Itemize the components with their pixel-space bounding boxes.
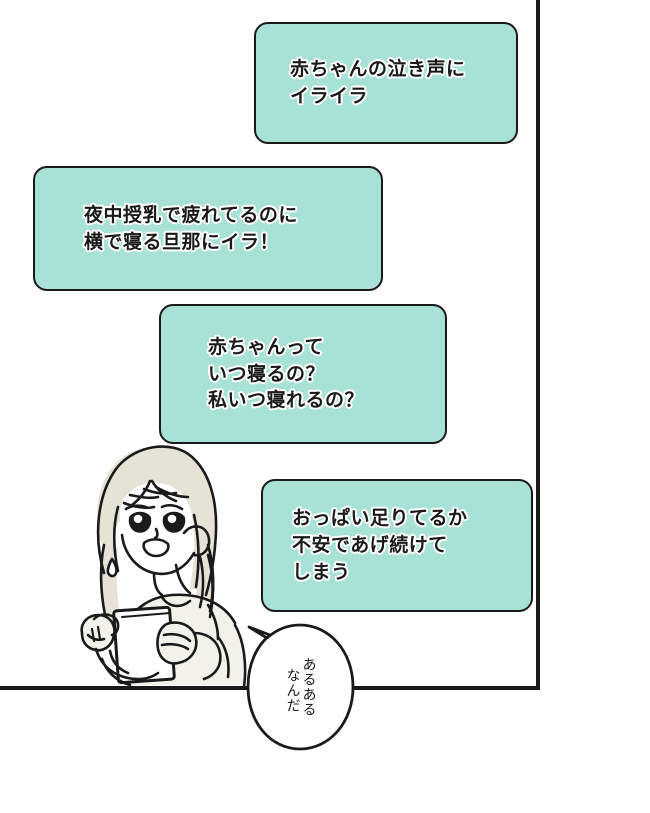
caption-box-breastfeeding-worry: おっぱい足りてるか 不安であげ続けて しまう [261, 479, 533, 612]
caption-text-baby-crying: 赤ちゃんの泣き声に イライラ [290, 58, 466, 107]
caption-box-baby-crying: 赤ちゃんの泣き声に イライラ [254, 22, 518, 144]
panel-border-right [536, 0, 540, 690]
speech-bubble-aruaru: あるある なんだ [243, 622, 358, 752]
caption-text-breastfeeding-worry: おっぱい足りてるか 不安であげ続けて しまう [292, 507, 468, 583]
woman-with-smartphone-drawing [80, 445, 247, 689]
caption-text-night-feeding: 夜中授乳で疲れてるのに 横で寝る旦那にイラ！ [84, 203, 298, 253]
speech-bubble-shape [246, 623, 355, 751]
caption-box-night-feeding: 夜中授乳で疲れてるのに 横で寝る旦那にイラ！ [33, 166, 383, 291]
caption-text-when-sleep: 赤ちゃんって いつ寝るの？ 私いつ寝れるの？ [208, 335, 365, 412]
character-illustration [58, 437, 253, 689]
caption-box-when-sleep: 赤ちゃんって いつ寝るの？ 私いつ寝れるの？ [159, 304, 447, 444]
